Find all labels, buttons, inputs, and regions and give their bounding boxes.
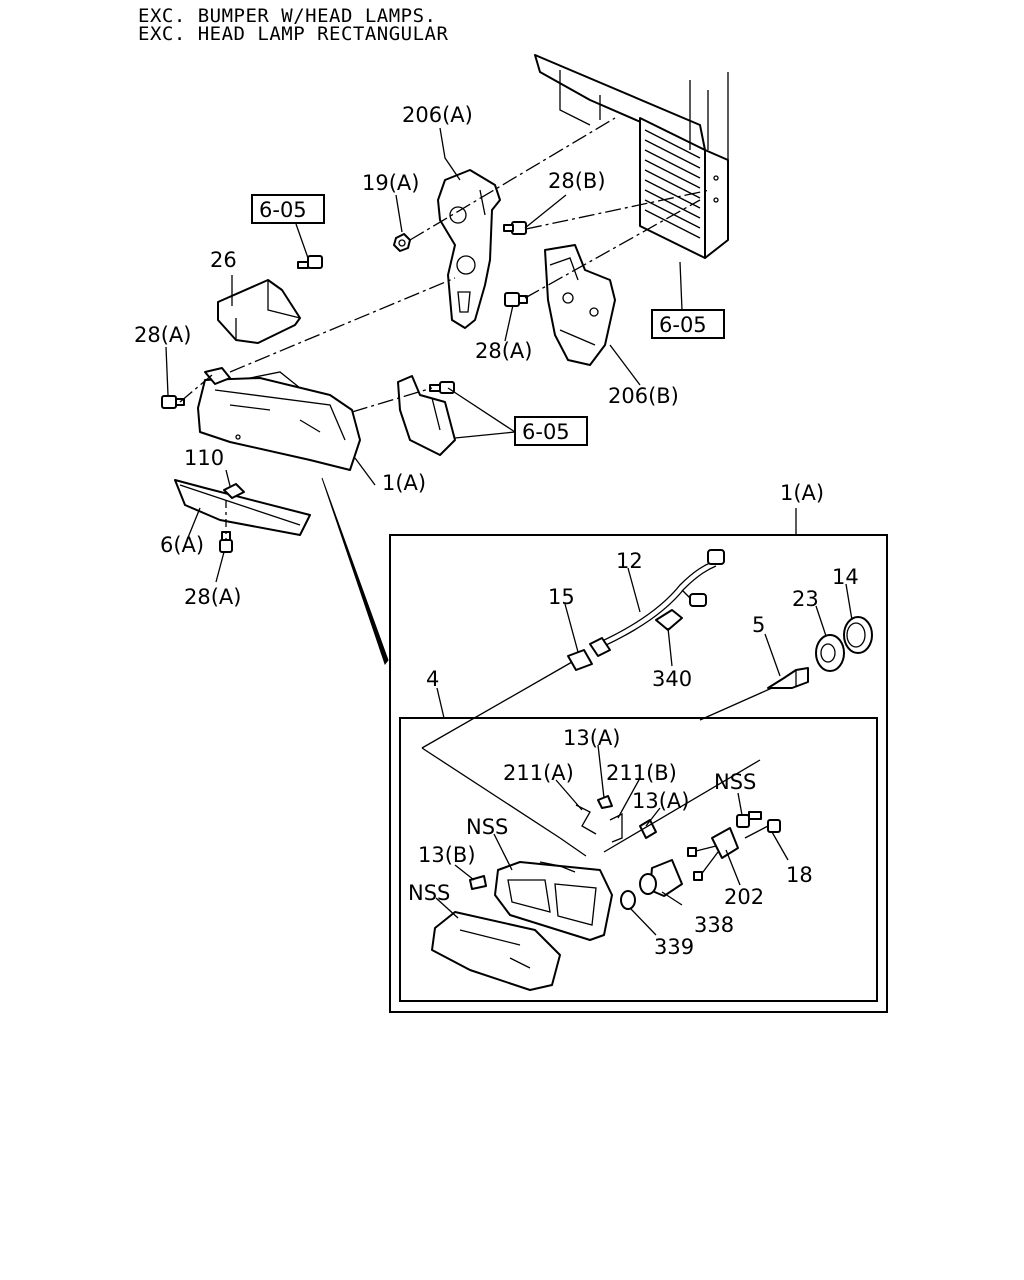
clip-13a-2 [639,819,657,839]
label-nss-housing: NSS [466,815,508,839]
ref-label-6-05-right[interactable]: 6-05 [659,313,707,337]
label-18: 18 [786,863,813,887]
seal-14 [843,616,873,654]
nut-19a [393,233,411,252]
bracket-206b [544,244,616,366]
ref-label-6-05-left[interactable]: 6-05 [259,198,307,222]
screw-18 [744,819,781,839]
label-13b: 13(B) [418,843,476,867]
lamp-housing-4 [494,861,613,941]
label-202: 202 [724,885,764,909]
bracket-206a [437,169,501,329]
ref-box-6-05-center[interactable] [514,416,588,446]
label-28a-top: 28(A) [134,323,191,347]
connector-340 [655,609,683,631]
label-detail-title: 1(A) [780,481,824,505]
detail-inner-frame [399,717,878,1002]
label-13a-1: 13(A) [563,726,620,750]
detail-callout-wedge [321,477,389,666]
header-line-1: EXC. BUMPER W/HEAD LAMPS. [138,5,436,27]
label-1a: 1(A) [382,471,426,495]
label-338: 338 [694,913,734,937]
label-14: 14 [832,565,859,589]
trim-strip-6a [174,479,311,536]
label-110: 110 [184,446,224,470]
label-4: 4 [426,667,439,691]
socket-15 [567,649,593,671]
label-nss-screw: NSS [714,770,756,794]
bulb-5 [767,667,809,689]
bolt-6-05-top [297,255,323,269]
lens-nss [431,911,561,991]
detail-view: 1(A) [389,481,888,1013]
screw-nss [736,811,762,828]
label-12: 12 [616,549,643,573]
leader-lines-top [165,117,711,583]
label-28a-bottom: 28(A) [184,585,241,609]
ref-box-6-05-right[interactable] [651,309,725,339]
label-28b: 28(B) [548,169,606,193]
o-ring-339 [620,890,636,910]
label-211a: 211(A) [503,761,574,785]
leader-lines-detail [421,567,853,936]
ref-box-6-05-left[interactable] [251,194,325,224]
ring-23 [815,634,845,672]
connector-338 [639,859,683,897]
label-26: 26 [210,248,237,272]
label-19a: 19(A) [362,171,419,195]
radiator-grille-frame [534,54,729,259]
label-5: 5 [752,613,765,637]
header-line-2: EXC. HEAD LAMP RECTANGULAR [138,23,448,45]
clip-13a-1 [597,795,613,809]
bolt-28a-mid [504,292,528,307]
label-6a: 6(A) [160,533,204,557]
label-nss-lens: NSS [408,881,450,905]
label-206a: 206(A) [402,103,473,127]
bracket-26 [217,279,301,344]
label-13a-2: 13(A) [632,789,689,813]
label-340: 340 [652,667,692,691]
label-211b: 211(B) [606,761,677,785]
adjuster-202 [687,827,739,881]
clip-211b [609,812,623,843]
detail-outer-frame [389,534,888,1013]
label-15: 15 [548,585,575,609]
wire-harness-12 [589,549,725,657]
clip-211a [575,804,597,835]
side-bracket [397,375,456,456]
bolt-28b [503,221,527,235]
clip-110 [223,483,245,499]
label-339: 339 [654,935,694,959]
bolt-28a-bottom [219,531,233,553]
headlamp-assembly-1a [197,367,361,471]
label-206b: 206(B) [608,384,679,408]
label-23: 23 [792,587,819,611]
label-28a-mid: 28(A) [475,339,532,363]
ref-label-6-05-center[interactable]: 6-05 [522,420,570,444]
